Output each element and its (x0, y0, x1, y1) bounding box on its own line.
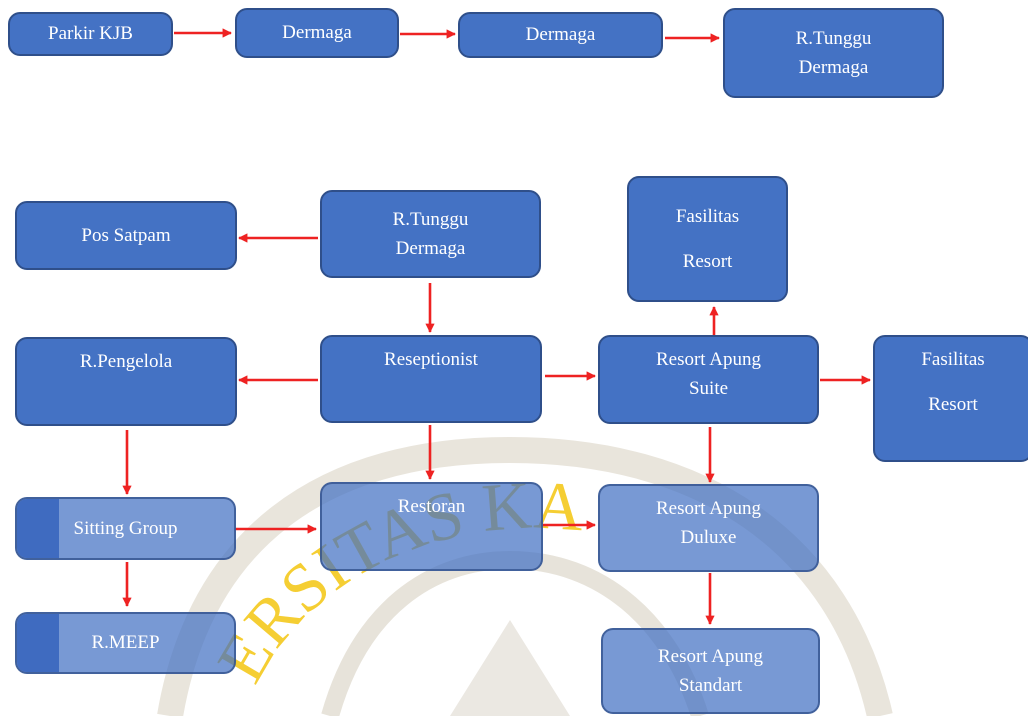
node-r-tunggu-dermaga-top: R.Tunggu Dermaga (723, 8, 944, 98)
node-fasilitas-right-line1: Fasilitas (921, 349, 985, 370)
node-dermaga-2: Dermaga (458, 12, 663, 58)
node-reseptionist-label: Reseptionist (384, 349, 478, 370)
node-fasilitas-resort-top: Fasilitas Resort (627, 176, 788, 302)
node-r-meep-label: R.MEEP (91, 632, 160, 654)
node-r-tunggu-top-line1: R.Tunggu (795, 27, 872, 49)
node-r-tunggu-dermaga: R.Tunggu Dermaga (320, 190, 541, 278)
node-r-tunggu-line1: R.Tunggu (392, 208, 469, 230)
node-restoran-label: Restoran (397, 496, 466, 517)
node-duluxe-line1: Resort Apung (655, 498, 762, 519)
node-reseptionist: Reseptionist (320, 335, 542, 423)
node-standart-line1: Resort Apung (657, 645, 764, 667)
node-fasilitas-top-line2: Resort (682, 251, 733, 272)
node-parkir-kjb-label: Parkir KJB (48, 23, 133, 45)
node-dermaga-1: Dermaga (235, 8, 399, 58)
node-suite-line1: Resort Apung (655, 349, 762, 370)
node-r-tunggu-top-line2: Dermaga (798, 57, 869, 78)
node-resort-apung-suite: Resort Apung Suite (598, 335, 819, 424)
node-duluxe-line2: Duluxe (680, 527, 737, 549)
node-r-tunggu-line2: Dermaga (395, 238, 466, 259)
node-restoran: Restoran (320, 482, 543, 571)
node-standart-line2: Standart (678, 675, 743, 696)
node-r-pengelola: R.Pengelola (15, 337, 237, 426)
node-parkir-kjb: Parkir KJB (8, 12, 173, 56)
node-sitting-group-label: Sitting Group (73, 517, 178, 539)
node-sitting-group-accent (17, 499, 59, 558)
node-resort-apung-standart: Resort Apung Standart (601, 628, 820, 714)
node-fasilitas-right-line2: Resort (928, 394, 978, 416)
node-r-meep-accent (17, 614, 59, 672)
node-dermaga-2-label: Dermaga (525, 24, 596, 46)
node-sitting-group: Sitting Group (15, 497, 236, 560)
node-suite-line2: Suite (688, 378, 729, 400)
node-r-meep: R.MEEP (15, 612, 236, 674)
node-fasilitas-resort-right: Fasilitas Resort (873, 335, 1028, 462)
node-fasilitas-top-line1: Fasilitas (675, 205, 740, 227)
node-pos-satpam-label: Pos Satpam (81, 224, 171, 246)
node-pos-satpam: Pos Satpam (15, 201, 237, 270)
node-r-pengelola-label: R.Pengelola (79, 351, 173, 372)
node-dermaga-1-label: Dermaga (282, 22, 352, 44)
node-resort-apung-duluxe: Resort Apung Duluxe (598, 484, 819, 572)
